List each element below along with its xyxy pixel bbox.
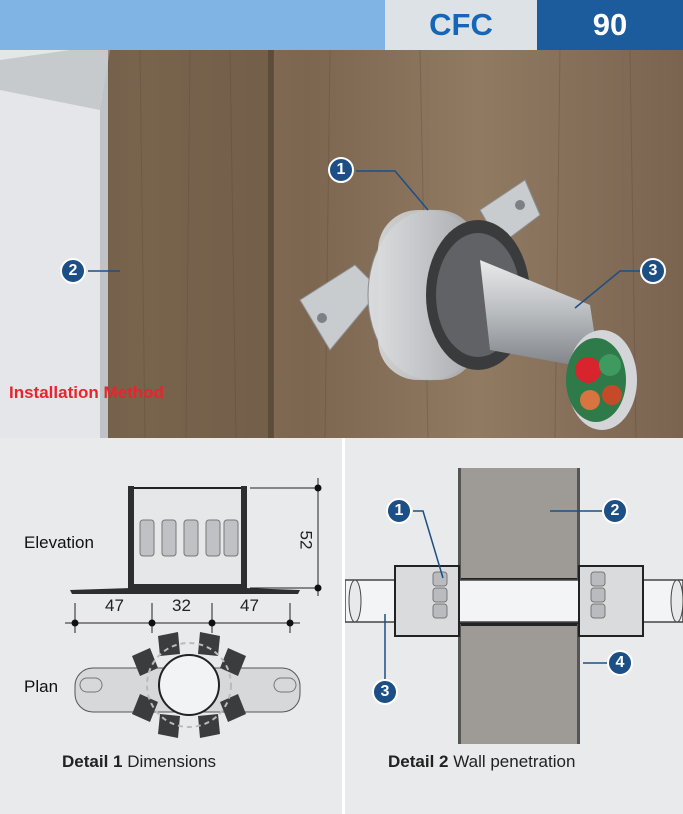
dimension-right: 47 <box>240 596 259 615</box>
hero-leader-lines <box>88 170 640 309</box>
dimension-drawing <box>65 478 322 738</box>
callout-4-badge: 4 <box>607 650 633 676</box>
callout-2-badge: 2 <box>602 498 628 524</box>
wall-penetration-drawing <box>345 468 683 744</box>
installation-method-label: Installation Method <box>9 383 164 402</box>
page-number: 90 <box>537 0 683 50</box>
callout-1-badge: 1 <box>386 498 412 524</box>
installation-illustration <box>0 50 683 438</box>
callout-3-badge: 3 <box>640 258 666 284</box>
callout-2-badge: 2 <box>60 258 86 284</box>
dimension-left: 47 <box>105 596 124 615</box>
dimension-middle: 32 <box>172 596 191 615</box>
callout-1-badge: 1 <box>328 157 354 183</box>
detail-1-caption: Detail 1 Dimensions <box>62 752 217 771</box>
product-code: CFC <box>385 0 537 50</box>
detail-2-caption: Detail 2 Wall penetration <box>388 752 576 771</box>
elevation-label: Elevation <box>24 533 94 552</box>
dimension-height: 52 <box>296 530 316 550</box>
callout-3-badge: 3 <box>372 679 398 705</box>
detail-1-panel: Elevation Plan 52 47 32 47 Detail 1 Dime… <box>0 438 345 814</box>
plan-label: Plan <box>24 677 59 696</box>
detail-2-panel: 1 2 3 4 Detail 2 Wall penetration <box>345 438 683 814</box>
header-band <box>0 0 385 50</box>
installation-photo: 1 2 3 Installation Method <box>0 50 683 438</box>
